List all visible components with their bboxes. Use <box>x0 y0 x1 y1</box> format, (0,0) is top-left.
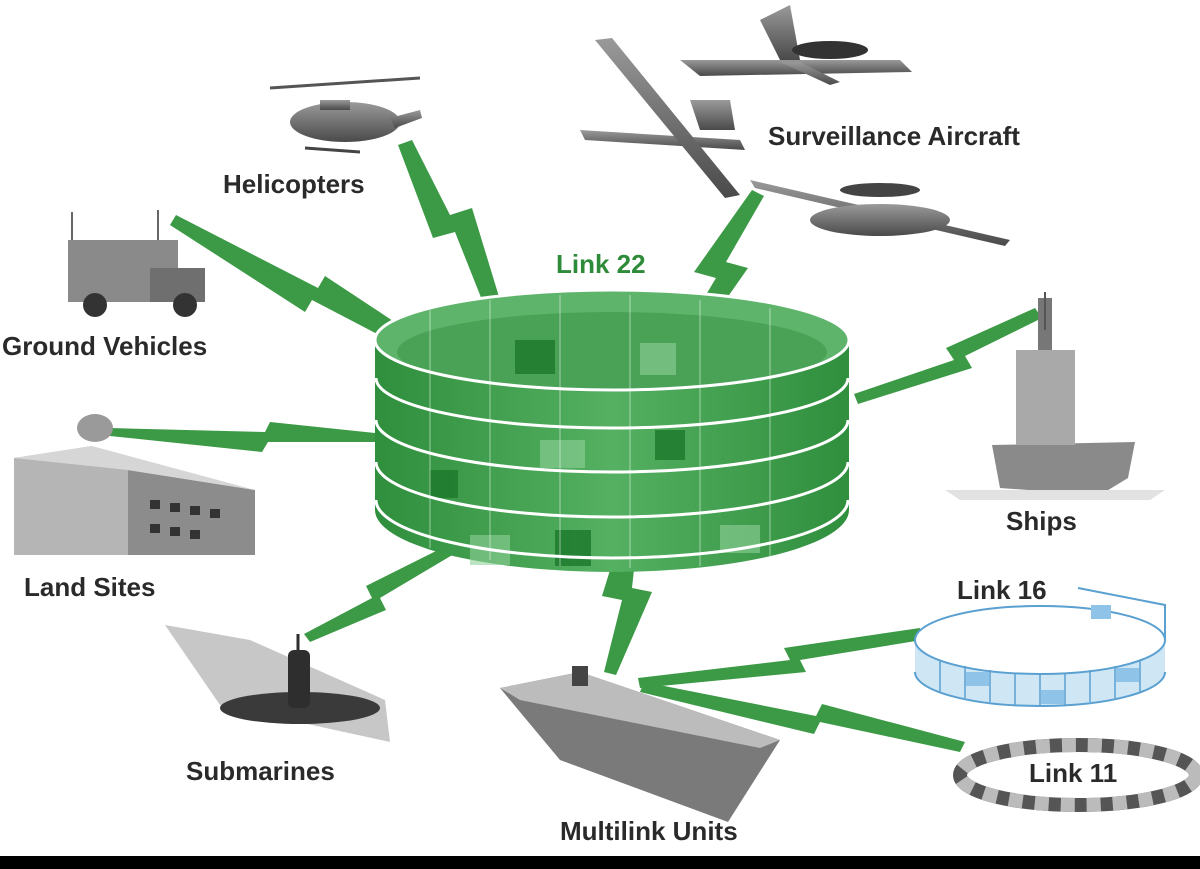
link22-cylinder <box>373 288 851 572</box>
link16-ring <box>914 587 1166 707</box>
label-surveillance-aircraft: Surveillance Aircraft <box>768 121 1020 151</box>
bolt-submarines <box>304 545 454 642</box>
helicopter-icon <box>269 76 422 154</box>
label-multilink-units: Multilink Units <box>560 816 738 846</box>
surveillance-aircraft-icon <box>580 5 1010 246</box>
bolt-ground-vehicles <box>170 215 440 363</box>
destroyer-ship-icon <box>945 292 1165 500</box>
bolt-link16 <box>638 628 922 688</box>
bolt-multilink <box>602 512 652 675</box>
label-link16: Link 16 <box>957 575 1047 605</box>
bolt-land-sites <box>110 422 375 452</box>
label-ships: Ships <box>1006 506 1077 536</box>
label-submarines: Submarines <box>186 756 335 786</box>
bolt-link11 <box>640 682 965 752</box>
bolt-ships <box>854 308 1042 404</box>
label-link22: Link 22 <box>556 249 646 279</box>
submarine-icon <box>165 625 390 742</box>
label-link11: Link 11 <box>1029 758 1118 788</box>
bottom-bar <box>0 856 1200 869</box>
link11-ring <box>953 738 1200 812</box>
land-site-icon <box>14 414 255 555</box>
label-ground-vehicles: Ground Vehicles <box>2 331 208 361</box>
label-land-sites: Land Sites <box>24 572 156 602</box>
bolt-helicopters <box>398 140 500 305</box>
ground-vehicle-icon <box>68 210 205 317</box>
label-helicopters: Helicopters <box>223 169 365 199</box>
aircraft-carrier-icon <box>500 666 780 822</box>
